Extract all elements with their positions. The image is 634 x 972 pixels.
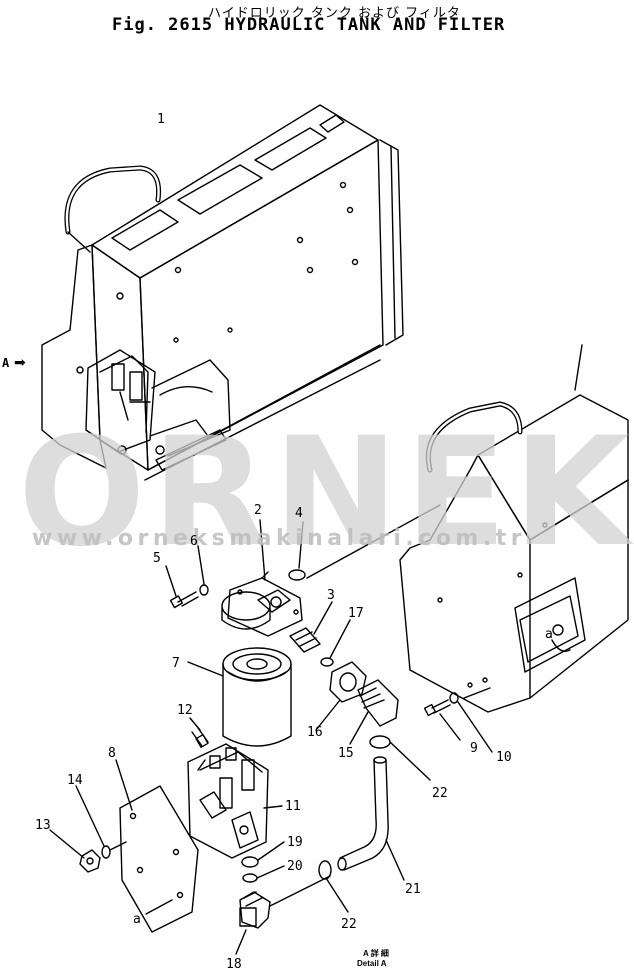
- leader-tank: [306, 504, 441, 579]
- detail-caption: Detail A: [357, 959, 387, 968]
- callout-c7: 7: [172, 656, 180, 671]
- callout-c16: 16: [307, 725, 323, 740]
- bolt-5: [169, 591, 199, 609]
- callout-c15: 15: [338, 746, 354, 761]
- callout-c4: 4: [295, 506, 303, 521]
- watermark-url: www.orneksmakinalari.com.tr: [32, 526, 527, 551]
- leader-11: [263, 805, 283, 809]
- tank-detail-a: [399, 344, 629, 713]
- washer-6: [199, 584, 209, 596]
- washer-10: [449, 692, 459, 704]
- leader-a2: [145, 899, 173, 915]
- bolt-12: [191, 727, 209, 749]
- leader-6: [197, 545, 205, 585]
- hose-clamp-upper: [369, 735, 391, 749]
- leader-7: [187, 661, 224, 677]
- hydraulic-tank: [41, 104, 404, 481]
- filter-element: [222, 647, 292, 747]
- view-marker-label: A: [2, 356, 10, 370]
- callout-c1: 1: [157, 112, 165, 127]
- leader-16: [315, 699, 341, 731]
- leader-14: [75, 785, 105, 847]
- leader-3: [313, 601, 333, 635]
- callout-c8: 8: [108, 746, 116, 761]
- leader-12: [189, 717, 201, 731]
- washer-14: [101, 845, 111, 859]
- callout-c14: 14: [67, 773, 83, 788]
- callout-c19: 19: [287, 835, 303, 850]
- leader-19: [257, 841, 285, 861]
- valve-block: [187, 743, 269, 859]
- leader-22a: [389, 741, 431, 781]
- callout-c3: 3: [327, 588, 335, 603]
- leader-8: [115, 759, 133, 811]
- watermark-brand: ORNEK: [18, 406, 634, 580]
- callout-c6: 6: [190, 534, 198, 549]
- callout-ca2: a: [133, 912, 141, 927]
- callout-c18: 18: [226, 957, 242, 972]
- nut-13: [79, 849, 101, 873]
- callout-ca1: a: [545, 627, 553, 642]
- filter-head: [221, 571, 303, 637]
- callout-c20: 20: [287, 859, 303, 874]
- o-ring-17: [320, 657, 334, 667]
- washer-19: [241, 856, 259, 868]
- fitting-3: [289, 627, 321, 653]
- callout-c22a: 22: [432, 786, 448, 801]
- callout-c17: 17: [348, 606, 364, 621]
- callout-c10: 10: [496, 750, 512, 765]
- leader-14b: [109, 841, 127, 851]
- callout-c12: 12: [177, 703, 193, 718]
- elbow-15: [357, 679, 399, 727]
- callout-c22b: 22: [341, 917, 357, 932]
- o-ring-20: [242, 873, 258, 883]
- hose-21: [337, 756, 389, 871]
- leader-9: [439, 713, 461, 741]
- figure-title: Fig. 2615 HYDRAULIC TANK AND FILTER: [112, 15, 506, 35]
- leader-2: [259, 519, 266, 581]
- callout-c5: 5: [153, 551, 161, 566]
- leader-21: [385, 839, 405, 881]
- leader-20: [256, 865, 285, 879]
- elbow-18: [239, 875, 331, 929]
- callout-c11: 11: [285, 799, 301, 814]
- leader-4: [298, 521, 304, 569]
- callout-c2: 2: [254, 503, 262, 518]
- bolt-9: [423, 699, 451, 717]
- leader-10: [457, 701, 493, 753]
- callout-c13: 13: [35, 818, 51, 833]
- leader-18: [235, 929, 247, 955]
- nut-16: [329, 661, 367, 703]
- leader-17: [329, 619, 351, 659]
- leader-15: [349, 711, 369, 745]
- mounting-plate: [119, 785, 199, 933]
- figure-title-japanese: ハイドロリック タンク および フィルタ: [208, 6, 461, 21]
- callout-c9: 9: [470, 741, 478, 756]
- leader-5: [165, 565, 177, 597]
- leader-a1: [463, 687, 491, 699]
- callout-c21: 21: [405, 882, 421, 897]
- arrow-right-icon: ➡: [14, 354, 26, 370]
- leader-22b: [325, 877, 349, 913]
- detail-caption-japanese: A 詳 細: [363, 949, 389, 958]
- o-ring: [288, 569, 306, 581]
- leader-13: [49, 829, 85, 859]
